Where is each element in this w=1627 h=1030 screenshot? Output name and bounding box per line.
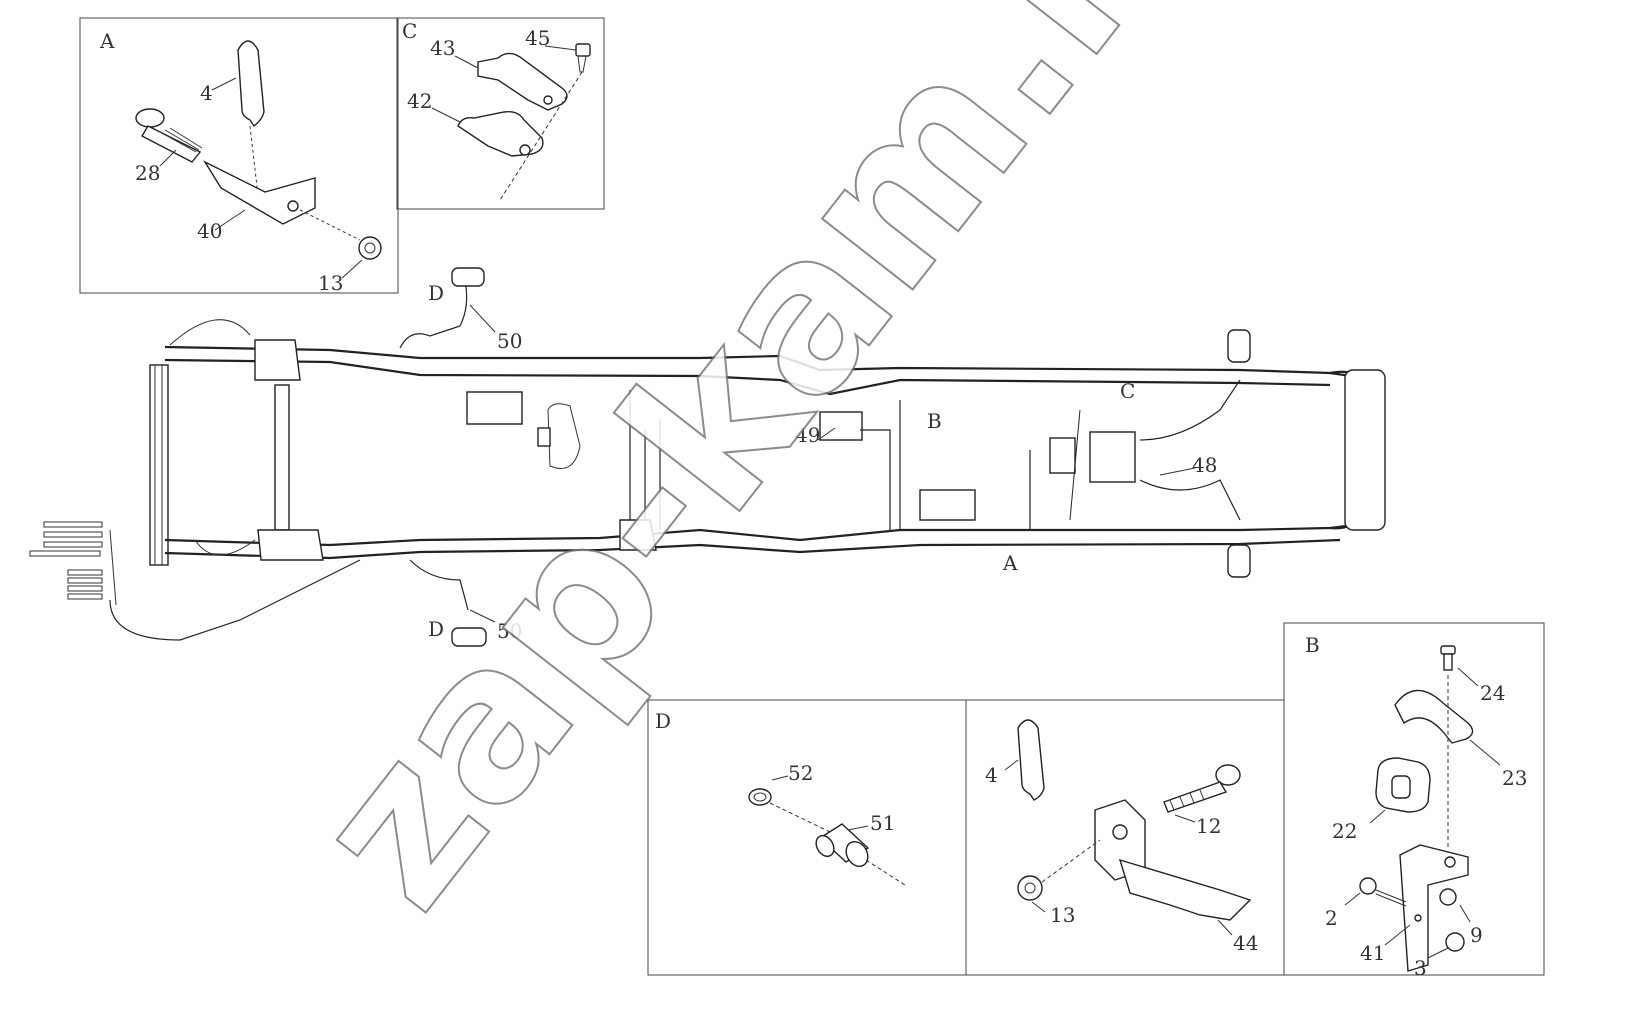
callout-d-top: D bbox=[428, 281, 444, 305]
label-part-52: 52 bbox=[788, 761, 813, 785]
callout-b-ref: B bbox=[927, 409, 942, 433]
inset-c: C 43 45 42 bbox=[396, 17, 605, 210]
inset-a-frame bbox=[79, 17, 399, 294]
inset-a-letter: A bbox=[99, 29, 115, 53]
label-part-12: 12 bbox=[1196, 814, 1221, 838]
label-part-43: 43 bbox=[430, 36, 455, 60]
bracket-part-43 bbox=[477, 52, 568, 111]
inset-d-letter: D bbox=[655, 709, 671, 733]
bolt-part-45 bbox=[575, 43, 591, 73]
clamp-part-4-e bbox=[1017, 719, 1045, 801]
label-part-2: 2 bbox=[1325, 906, 1338, 930]
label-part-51: 51 bbox=[870, 811, 895, 835]
clamp-part-4 bbox=[237, 40, 265, 128]
label-part-41: 41 bbox=[1360, 941, 1385, 965]
label-part-9: 9 bbox=[1470, 923, 1483, 947]
inset-e: 4 12 13 44 bbox=[965, 699, 1285, 976]
rear-brake-chamber-bottom bbox=[1227, 544, 1251, 578]
inset-b: B 24 23 22 2 41 9 3 bbox=[1283, 622, 1545, 980]
fitting-part-51 bbox=[815, 823, 870, 868]
label-part-13-e: 13 bbox=[1050, 903, 1075, 927]
bolt-part-28 bbox=[135, 108, 203, 163]
bolt-part-2 bbox=[1359, 877, 1407, 907]
rear-brake-chamber-top bbox=[1227, 329, 1251, 363]
front-component-bottom bbox=[257, 529, 324, 561]
brake-chamber-bottom bbox=[451, 627, 487, 647]
label-part-45: 45 bbox=[525, 26, 550, 50]
inset-c-letter: C bbox=[402, 19, 417, 43]
label-part-4-a: 4 bbox=[200, 81, 213, 105]
label-part-13-a: 13 bbox=[318, 271, 343, 295]
bracket-part-44 bbox=[1094, 799, 1252, 921]
label-part-23: 23 bbox=[1502, 766, 1527, 790]
inset-d: D 52 51 bbox=[647, 699, 967, 976]
label-part-40: 40 bbox=[197, 219, 222, 243]
label-part-28: 28 bbox=[135, 161, 160, 185]
label-part-44: 44 bbox=[1233, 931, 1258, 955]
nut-part-3 bbox=[1445, 932, 1465, 952]
bolt-part-12 bbox=[1163, 764, 1241, 813]
front-axle-beam bbox=[274, 384, 290, 531]
washer-part-52 bbox=[748, 788, 772, 806]
radiator bbox=[149, 364, 169, 566]
inset-c-frame bbox=[396, 17, 605, 210]
label-part-24: 24 bbox=[1480, 681, 1505, 705]
clamp-part-23 bbox=[1394, 689, 1474, 744]
brake-chamber-top bbox=[451, 267, 485, 287]
rear-differential bbox=[1089, 431, 1136, 483]
callout-50-bottom: 50 bbox=[497, 619, 522, 643]
nut-part-13 bbox=[358, 236, 382, 260]
callout-48: 48 bbox=[1192, 453, 1217, 477]
label-part-3: 3 bbox=[1414, 956, 1427, 980]
inset-d-frame bbox=[647, 699, 967, 976]
valve-module bbox=[466, 391, 523, 425]
rear-fuel-tank bbox=[1344, 369, 1386, 531]
inset-a: A 4 28 40 13 bbox=[79, 17, 399, 295]
bracket-part-42 bbox=[457, 110, 544, 157]
callout-49: 49 bbox=[795, 423, 820, 447]
lower-frame-rail bbox=[164, 520, 1381, 547]
connector-list bbox=[29, 521, 117, 606]
rear-left-component bbox=[919, 489, 976, 521]
callout-50-top: 50 bbox=[497, 329, 522, 353]
front-component-top bbox=[254, 339, 301, 381]
label-part-4-e: 4 bbox=[985, 763, 998, 787]
label-part-22: 22 bbox=[1332, 819, 1357, 843]
chassis-drawing: D 50 D 50 49 48 B C A bbox=[29, 267, 1386, 647]
callout-c-ref: C bbox=[1120, 379, 1135, 403]
label-part-42: 42 bbox=[407, 89, 432, 113]
central-valve bbox=[619, 519, 657, 551]
upper-frame-rail bbox=[164, 345, 1381, 382]
bracket-part-41 bbox=[1399, 844, 1469, 972]
bolt-part-24 bbox=[1440, 645, 1456, 671]
callout-d-bottom: D bbox=[428, 617, 444, 641]
valve-part-49 bbox=[819, 411, 863, 441]
bracket-part-40 bbox=[203, 160, 316, 225]
inset-b-letter: B bbox=[1305, 633, 1320, 657]
inset-b-frame bbox=[1283, 622, 1545, 976]
nut-part-9 bbox=[1439, 888, 1457, 906]
callout-a-ref: A bbox=[1002, 551, 1018, 575]
nut-part-13-e bbox=[1017, 875, 1043, 901]
